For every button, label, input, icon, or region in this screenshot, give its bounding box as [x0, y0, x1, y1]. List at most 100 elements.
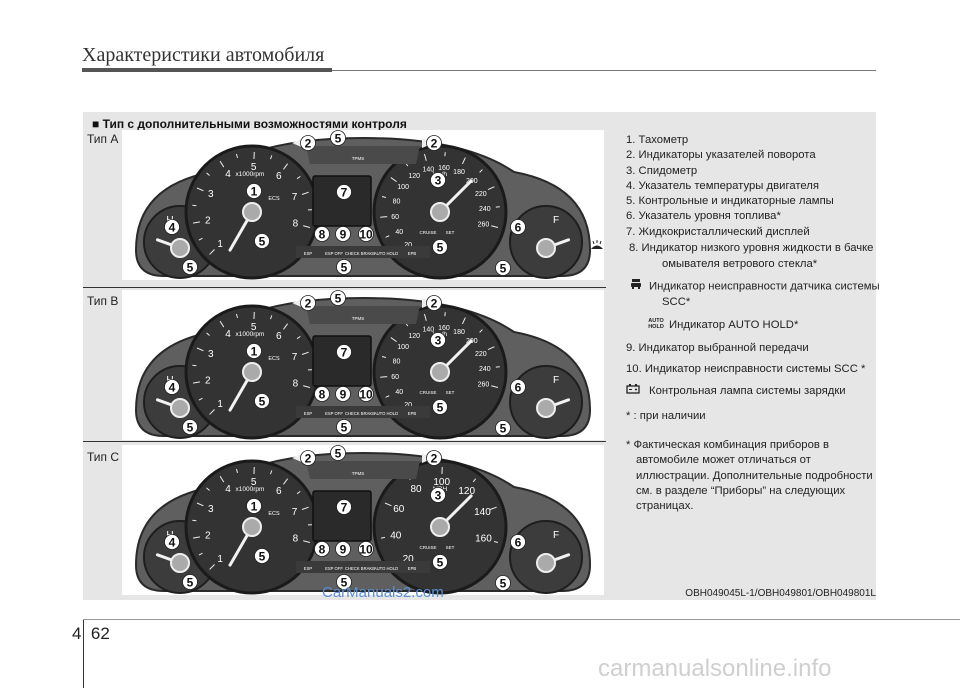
callout-label: 5: [500, 262, 507, 276]
bottom-indicator-label: EPB: [408, 566, 417, 571]
callout-badge: [358, 541, 374, 557]
gauge-tick-label: 160: [438, 165, 450, 172]
site-watermark[interactable]: carmanualsonline.info: [598, 655, 832, 682]
gauge-tick-label: 80: [393, 358, 401, 365]
bottom-indicator-label: EPB: [408, 411, 417, 416]
gauge-tick: [283, 163, 289, 170]
gauge-tick: [196, 502, 204, 507]
callout-badge: [300, 295, 316, 311]
gauge-tick-label: 100: [433, 477, 450, 488]
callout-label: 6: [515, 221, 522, 235]
desc-item: 5. Контрольные и индикаторные лампы: [626, 195, 834, 208]
gauge-tick-label: 8: [293, 219, 299, 230]
bottom-indicator-label: ESP OFF: [325, 251, 343, 256]
gauge-tick-label: 180: [453, 329, 465, 336]
gauge-hub: [170, 398, 190, 418]
gauge-tick-label: 140: [423, 327, 435, 334]
callout-label: 8: [319, 388, 326, 402]
cluster-illustration: HF12345678x1000rpmECS2040608010012014016…: [134, 130, 592, 280]
variant-label-b: Тип B: [87, 294, 119, 308]
bottom-indicator-label: CHECK BRAKE: [345, 251, 375, 256]
cruise-label: CRUISE: [419, 390, 436, 395]
callout-badge: [432, 399, 448, 415]
gauge-tick: [206, 487, 210, 491]
gauge-tick-label: 4: [225, 169, 231, 180]
callout-label: 3: [435, 489, 442, 503]
gauge-tick-label: 40: [395, 229, 403, 236]
gauge-tick: [209, 249, 215, 255]
gauge-tick: [380, 536, 386, 539]
figure-caption: OBH049045L-1/OBH049801/OBH049801L: [685, 588, 876, 599]
gauge-tick: [303, 540, 311, 544]
gauge-tick-label: 3: [208, 189, 214, 200]
callout-label: 6: [515, 381, 522, 395]
desc-item: 7. Жидкокристаллический дисплей: [626, 225, 810, 238]
callout-label: 5: [341, 261, 348, 275]
callout-label: 10: [359, 543, 373, 557]
callout-label: 6: [515, 536, 522, 550]
gauge-tick: [198, 552, 203, 556]
gauge-tick: [487, 186, 495, 191]
callout-badge: [336, 499, 352, 515]
watermark[interactable]: CarManuals2.com: [322, 584, 444, 601]
gauge-tick-label: 140: [423, 167, 435, 174]
callout-badge: [314, 386, 330, 402]
gauge-tick-label: 6: [276, 171, 282, 182]
gauge-tick: [219, 320, 225, 328]
callout-label: 5: [259, 235, 266, 249]
gauge-tick-label: 40: [390, 530, 402, 541]
callout-label: 10: [359, 388, 373, 402]
callout-label: 5: [437, 401, 444, 415]
gauge-tick: [283, 478, 289, 485]
gauge-hub: [430, 202, 450, 222]
lcd-display: [312, 335, 372, 387]
bottom-indicator-label: AUTO HOLD: [374, 566, 398, 571]
tachometer-unit: x1000rpm: [236, 331, 265, 338]
gauge-tick-label: 140: [474, 507, 491, 518]
callout-badge: [336, 574, 352, 590]
callout-badge: [254, 233, 270, 249]
gauge-tick: [196, 347, 204, 352]
callout-label: 10: [359, 228, 373, 242]
bottom-indicator-label: AUTO HOLD: [374, 411, 398, 416]
gauge-tick: [385, 235, 390, 238]
callout-label: 4: [169, 536, 176, 550]
callout-badge: [336, 259, 352, 275]
desc-item: 2. Индикаторы указателей поворота: [626, 149, 816, 162]
desc-item-scc-sensor: Индикатор неисправности датчика системы …: [626, 278, 880, 311]
cluster-type-a: HF12345678x1000rpmECS2040608010012014016…: [122, 130, 604, 280]
callout-label: 7: [341, 501, 348, 515]
callout-label: 2: [431, 297, 438, 311]
gauge-hub: [242, 517, 262, 537]
callout-badge: [182, 259, 198, 275]
header-rule-thin: [332, 70, 876, 71]
gauge-tick-label: 80: [393, 198, 401, 205]
callout-badge: [330, 290, 346, 306]
gauge-tick: [381, 195, 387, 198]
callout-label: 2: [431, 452, 438, 466]
page-number: 4 62: [72, 624, 110, 643]
gauge-tick-label: 100: [397, 344, 409, 351]
callout-label: 5: [187, 261, 194, 275]
callout-label: 2: [305, 452, 312, 466]
callout-label: 9: [340, 388, 347, 402]
gauge-tick: [196, 187, 204, 192]
gauge-hub: [242, 202, 262, 222]
gauge-tick: [296, 490, 301, 495]
indicator-strip: [306, 461, 420, 479]
gauge-tick-label: 60: [393, 504, 405, 515]
gauge-tick: [384, 502, 392, 507]
callout-label: 4: [169, 221, 176, 235]
gauge-tick: [296, 335, 301, 340]
gauge-tick-label: 7: [292, 352, 298, 363]
page-header-title: Характеристики автомобиля: [82, 44, 325, 66]
gauge-tick-label: 80: [410, 484, 422, 495]
note: * Фактическая комбинация приборов в авто…: [626, 439, 873, 513]
gauge-tick: [461, 317, 466, 325]
gauge-tick-label: 2: [205, 215, 211, 226]
desc-item: 3. Спидометр: [626, 164, 698, 177]
bottom-indicator-label: AUTO HOLD: [374, 251, 398, 256]
callout-label: 5: [187, 421, 194, 435]
gauge-tick: [385, 395, 390, 398]
gauge-tick-label: 220: [475, 191, 487, 198]
